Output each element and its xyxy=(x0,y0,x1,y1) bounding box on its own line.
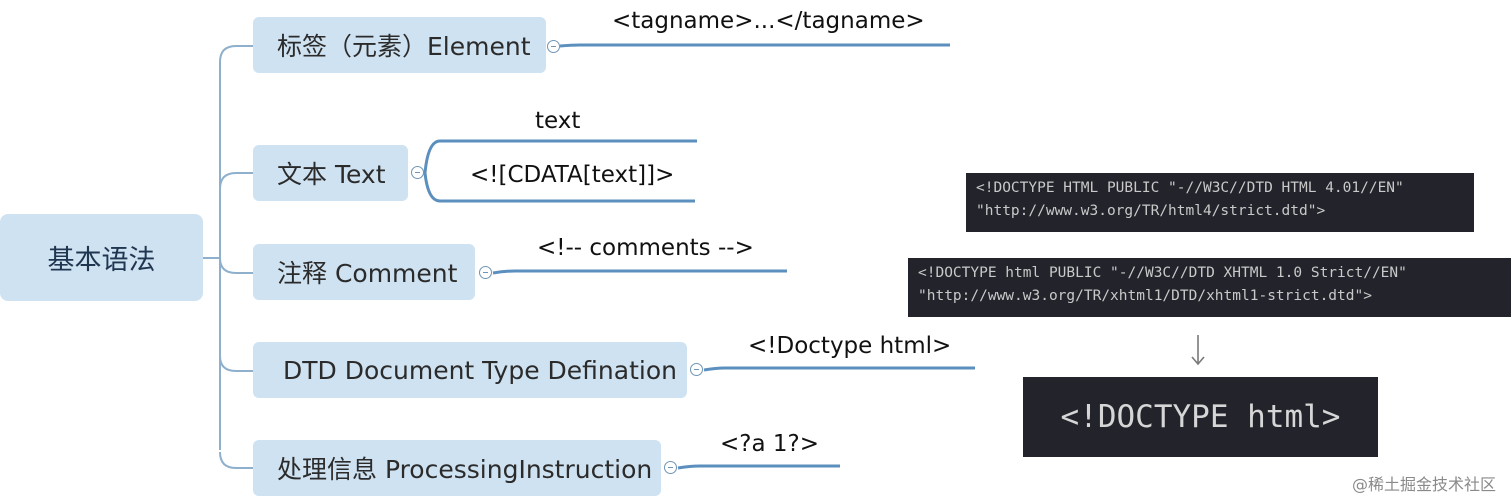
down-arrow-icon xyxy=(1190,333,1206,372)
branch-label-dtd: DTD Document Type Defination xyxy=(283,355,677,385)
leaf-element-tagname: <tagname>...</tagname> xyxy=(612,8,925,34)
leaf-text-cdata: <![CDATA[text]]> xyxy=(470,162,675,188)
leaf-processing-instruction: <?a 1?> xyxy=(720,431,819,457)
branch-node-element: 标签（元素）Element xyxy=(253,17,546,73)
collapse-toggle-icon[interactable] xyxy=(547,40,560,53)
branch-connector-element xyxy=(219,45,253,63)
branch-label-processing-instruction: 处理信息 ProcessingInstruction xyxy=(277,455,653,484)
leaf-line-element xyxy=(559,43,950,48)
leaf-line-text-2 xyxy=(423,172,695,203)
collapse-toggle-icon[interactable] xyxy=(664,461,677,474)
leaf-line-comment xyxy=(492,269,787,275)
branch-connector-text xyxy=(219,172,253,190)
leaf-line-pi xyxy=(677,464,840,470)
root-label: 基本语法 xyxy=(47,245,156,276)
branch-node-text: 文本 Text xyxy=(253,145,408,201)
branch-node-comment: 注释 Comment xyxy=(253,244,475,300)
leaf-doctype: <!Doctype html> xyxy=(748,333,952,359)
branch-node-dtd: DTD Document Type Defination xyxy=(253,342,687,398)
branch-connector-pi xyxy=(219,451,253,469)
code-html401-doctype: <!DOCTYPE HTML PUBLIC "-//W3C//DTD HTML … xyxy=(966,173,1474,232)
leaf-line-text-1 xyxy=(423,139,697,174)
code-xhtml-doctype: <!DOCTYPE html PUBLIC "-//W3C//DTD XHTML… xyxy=(908,258,1511,317)
leaf-line-dtd xyxy=(703,366,975,372)
branch-label-element: 标签（元素）Element xyxy=(277,32,531,61)
collapse-toggle-icon[interactable] xyxy=(690,363,703,376)
branch-label-comment: 注释 Comment xyxy=(277,259,458,288)
branch-connector-comment xyxy=(219,257,253,274)
collapse-toggle-icon[interactable] xyxy=(411,166,424,179)
branch-label-text: 文本 Text xyxy=(277,160,386,189)
leaf-comment: <!-- comments --> xyxy=(537,235,754,261)
branch-connector-dtd xyxy=(219,355,253,372)
collapse-toggle-icon[interactable] xyxy=(479,266,492,279)
code-html5-doctype: <!DOCTYPE html> xyxy=(1023,377,1378,457)
watermark: @稀土掘金技术社区 xyxy=(1351,475,1496,494)
leaf-text-plain: text xyxy=(535,108,581,134)
branch-node-processing-instruction: 处理信息 ProcessingInstruction xyxy=(253,440,661,496)
root-node: 基本语法 xyxy=(0,214,203,301)
